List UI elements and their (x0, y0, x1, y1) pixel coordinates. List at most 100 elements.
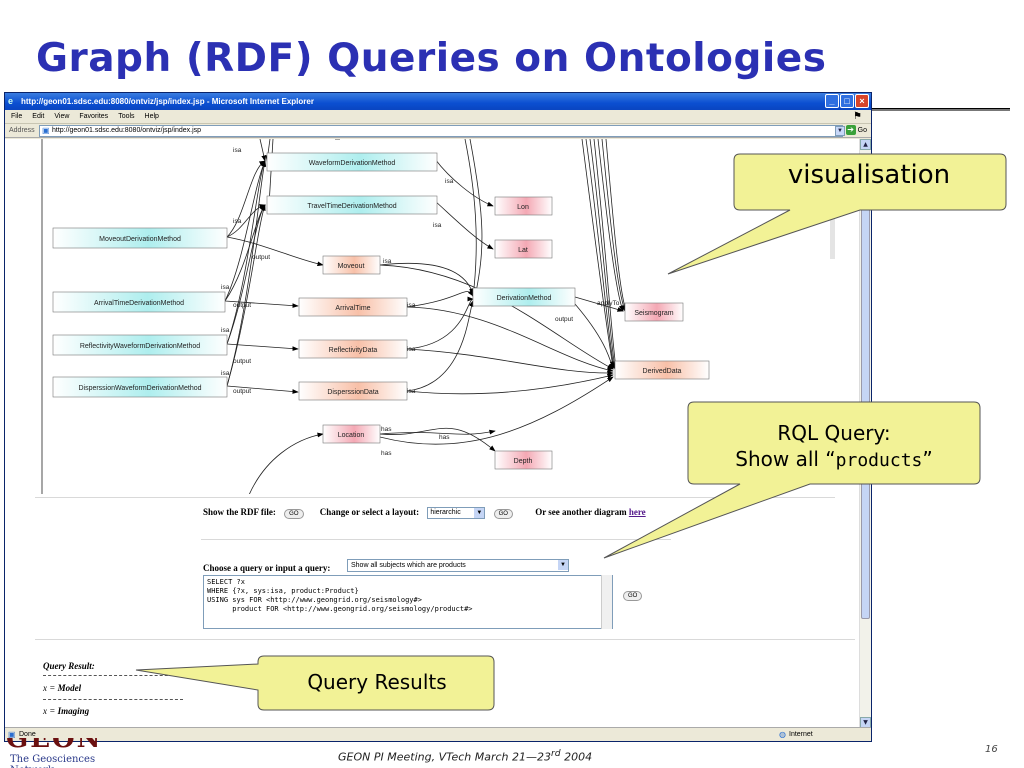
layout-select[interactable]: hierarchic▼ (427, 507, 486, 519)
graph-edge-labels: isa isa output isa output isa output isa… (221, 147, 620, 457)
address-label: Address (9, 127, 35, 134)
menu-view[interactable]: View (54, 113, 70, 120)
graph-nodes: WaveformDerivationMethod TravelTimeDeriv… (52, 152, 710, 470)
close-button[interactable]: × (855, 94, 869, 108)
scroll-thumb[interactable] (861, 199, 870, 619)
edge-label-has: has (381, 450, 392, 457)
node-lat: Lat (494, 239, 553, 259)
query-label: Choose a query or input a query: (203, 563, 331, 573)
callout-rql-line2: Show all “products” (735, 447, 933, 471)
here-link[interactable]: here (628, 507, 646, 518)
page-icon: ▣ (42, 126, 50, 135)
address-dropdown-icon[interactable]: ▼ (835, 126, 845, 136)
page-done-icon: ▣ (8, 730, 16, 739)
edge-label-isa: isa (445, 178, 454, 185)
edge-label-isa: isa (221, 284, 230, 291)
svg-text:DisperssionWaveformDerivationM: DisperssionWaveformDerivationMethod (78, 385, 201, 392)
layout-go-button[interactable]: GO (493, 509, 513, 520)
node-waveform-derivation-method: WaveformDerivationMethod (266, 152, 438, 172)
svg-text:Depth: Depth (514, 458, 533, 465)
svg-text:ArrivalTimeDerivationMethod: ArrivalTimeDerivationMethod (94, 300, 184, 307)
callout-visualisation-text: visualisation (787, 160, 951, 190)
edge-label-isa: isa (407, 302, 416, 309)
node-disperssion-derivation-method: DisperssionWaveformDerivationMethod (52, 376, 228, 398)
svg-text:Moveout: Moveout (338, 263, 365, 270)
go-button[interactable]: ➔Go (845, 125, 867, 137)
zone-text: Internet (789, 731, 813, 738)
node-reflectivity-derivation-method: ReflectivityWaveformDerivationMethod (52, 334, 228, 356)
chevron-down-icon: ▼ (558, 560, 568, 570)
rdf-label: Show the RDF file: (203, 507, 276, 518)
result-item: x = Model (43, 683, 82, 693)
svg-text:Location: Location (338, 432, 365, 439)
slide-footer: GEON PI Meeting, VTech March 21—23rd 200… (338, 748, 593, 764)
svg-text:Seismogram: Seismogram (634, 310, 673, 317)
query-go-button[interactable]: GO (623, 591, 643, 601)
edge-label-output: output (555, 316, 573, 323)
status-bar: ▣ Done ◍ Internet (5, 727, 871, 741)
edge-label-isa: isa (407, 346, 416, 353)
edge-label-has: has (381, 426, 392, 433)
edge-label-isa: isa (221, 370, 230, 377)
node-arrivaltime: ArrivalTime (298, 297, 408, 317)
svg-text:Lon: Lon (517, 204, 529, 211)
node-seismogram: Seismogram (624, 302, 684, 322)
node-derivation-method: DerivationMethod (472, 287, 576, 307)
edge-label-applyto: applyTo (597, 300, 620, 307)
ie-icon: e (8, 96, 14, 106)
result-item: x = Imaging (43, 706, 90, 716)
node-moveout-derivation-method: MoveoutDerivationMethod (52, 227, 228, 249)
go-arrow-icon: ➔ (845, 125, 856, 135)
logo-word: GEON (6, 738, 103, 754)
menu-help[interactable]: Help (144, 113, 159, 120)
divider (35, 497, 835, 498)
svg-text:ReflectivityWaveformDerivation: ReflectivityWaveformDerivationMethod (80, 343, 200, 350)
window-title: http://geon01.sdsc.edu:8080/ontviz/jsp/i… (21, 97, 314, 106)
node-disperssion-data: DisperssionData (298, 381, 408, 401)
query-textarea-scrollbar[interactable] (601, 575, 612, 629)
node-traveltime-derivation-method: TravelTimeDerivationMethod (266, 195, 438, 215)
node-arrivaltime-derivation-method: ArrivalTimeDerivationMethod (52, 291, 226, 313)
menu-bar: File Edit View Favorites Tools Help ⚑ (5, 110, 871, 124)
menu-edit[interactable]: Edit (32, 113, 45, 120)
query-textarea[interactable]: SELECT ?x WHERE {?x, sys:isa, product:Pr… (203, 575, 613, 629)
query-select-value: Show all subjects which are products (351, 562, 466, 569)
edge-label-output: output (233, 302, 251, 309)
minimize-button[interactable]: _ (825, 94, 839, 108)
query-result-title: Query Result: (43, 661, 95, 671)
window-titlebar[interactable]: e http://geon01.sdsc.edu:8080/ontviz/jsp… (5, 93, 871, 110)
result-divider (43, 675, 183, 676)
menu-file[interactable]: File (11, 113, 23, 120)
node-moveout: Moveout (322, 255, 381, 275)
callout-results-text: Query Results (307, 670, 447, 694)
logo-subtitle: The Geosciences Network (10, 754, 96, 768)
divider (35, 639, 855, 640)
rdf-go-button[interactable]: GO (284, 509, 304, 520)
menu-favorites[interactable]: Favorites (79, 113, 109, 120)
maximize-button[interactable]: □ (840, 94, 854, 108)
address-bar: Address ▣ http://geon01.sdsc.edu:8080/on… (5, 124, 871, 138)
result-divider (43, 699, 183, 700)
scroll-up-icon[interactable]: ▲ (860, 139, 871, 150)
svg-text:WaveformDerivationMethod: WaveformDerivationMethod (309, 160, 396, 167)
node-location: Location (322, 424, 381, 444)
layout-select-value: hierarchic (430, 509, 461, 516)
svg-text:TravelTimeDerivationMethod: TravelTimeDerivationMethod (307, 203, 396, 210)
page-number: 16 (985, 744, 998, 755)
edge-label-isa: isa (383, 258, 392, 265)
menu-tools[interactable]: Tools (118, 113, 135, 120)
svg-text:MoveoutDerivationMethod: MoveoutDerivationMethod (99, 236, 181, 243)
query-select[interactable]: Show all subjects which are products ▼ (347, 559, 569, 572)
svg-text:Lat: Lat (518, 247, 528, 254)
callout-rql-text: RQL Query: Show all “products” (688, 420, 980, 474)
title-rule (860, 108, 1010, 111)
address-input[interactable]: ▣ http://geon01.sdsc.edu:8080/ontviz/jsp… (39, 125, 843, 137)
slide-title: Graph (RDF) Queries on Ontologies (36, 36, 827, 81)
callout-rql-line1: RQL Query: (777, 421, 891, 445)
node-reflectivity-data: ReflectivityData (298, 339, 408, 359)
svg-text:DisperssionData: DisperssionData (327, 389, 378, 396)
layout-label: Change or select a layout: (319, 507, 420, 518)
geon-logo: GEON The Geosciences Network (6, 738, 136, 768)
svg-text:ArrivalTime: ArrivalTime (335, 305, 370, 312)
layout-controls: Show the RDF file: GO Change or select a… (203, 507, 646, 520)
